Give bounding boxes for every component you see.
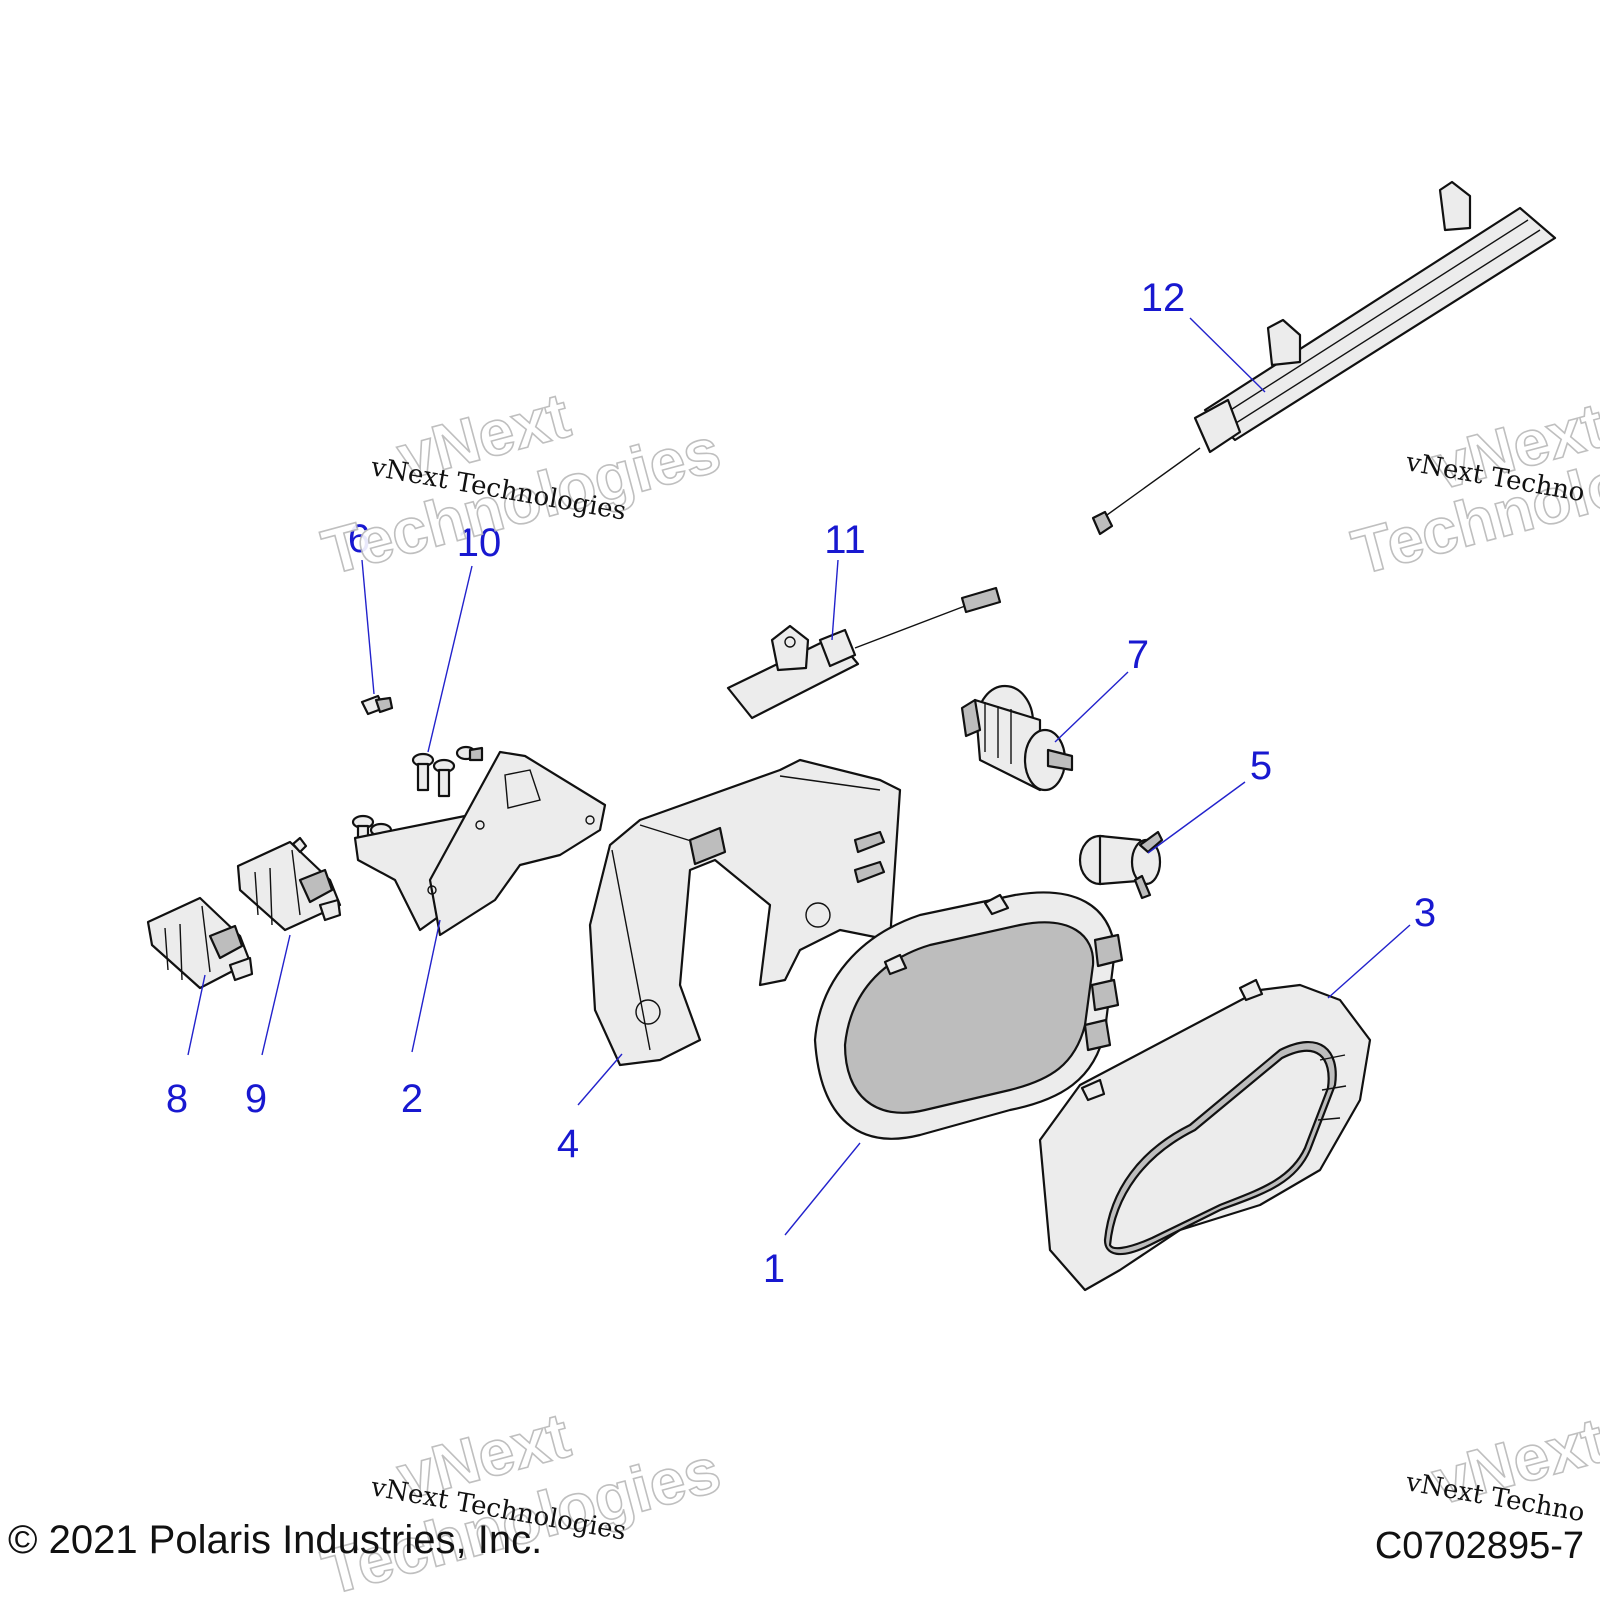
part-7-rotary-switch [960, 684, 1074, 792]
part-6-screw [360, 694, 394, 716]
part-1-instrument-cluster [813, 891, 1124, 1140]
callout-9: 9 [245, 1077, 267, 1121]
leader-11 [831, 559, 839, 641]
callout-6: 6 [348, 517, 370, 561]
part-2-bracket [353, 750, 607, 937]
leader-5 [1147, 781, 1246, 854]
watermark-bottom-right: vNext vNext Techno [1403, 1403, 1600, 1528]
callout-4: 4 [557, 1122, 579, 1166]
callout-5: 5 [1250, 744, 1272, 788]
callout-1: 1 [763, 1247, 785, 1291]
diagram-code: C0702895-7 [1374, 1525, 1584, 1567]
callout-12: 12 [1141, 276, 1186, 320]
part-8-rocker-switch [146, 896, 254, 990]
callout-10: 10 [457, 521, 502, 565]
callout-11: 11 [824, 518, 866, 562]
watermark-top-right: vNext Technologies vNext Techno [1344, 388, 1600, 589]
part-12-light-bar [1091, 180, 1557, 536]
leader-8 [187, 974, 206, 1056]
part-4-housing [588, 758, 902, 1067]
callout-2: 2 [401, 1077, 423, 1121]
leader-4 [577, 1053, 623, 1106]
part-3-bezel [1038, 978, 1372, 1292]
leader-12 [1189, 317, 1266, 393]
part-11-light-module [726, 586, 1002, 720]
leader-2 [411, 919, 441, 1053]
part-5-bulb-socket [1078, 830, 1164, 900]
watermark-bottom-left: vNext Technologies vNext Technologies [314, 1398, 728, 1600]
copyright-notice: © 2021 Polaris Industries, Inc. [8, 1518, 543, 1562]
watermark-top-left: vNext Technologies vNext Technologies [314, 378, 728, 589]
callout-labels: 1 2 3 4 5 6 7 8 9 10 11 12 [166, 276, 1436, 1291]
leader-lines [187, 317, 1411, 1236]
callout-7: 7 [1127, 633, 1149, 677]
leader-6 [361, 559, 375, 695]
part-9-rocker-switch [236, 836, 342, 932]
leader-3 [1327, 924, 1411, 999]
leader-1 [784, 1142, 861, 1236]
callout-8: 8 [166, 1077, 188, 1121]
leader-10 [427, 565, 473, 753]
leader-7 [1054, 671, 1129, 743]
callout-3: 3 [1414, 891, 1436, 935]
leader-9 [261, 934, 291, 1056]
